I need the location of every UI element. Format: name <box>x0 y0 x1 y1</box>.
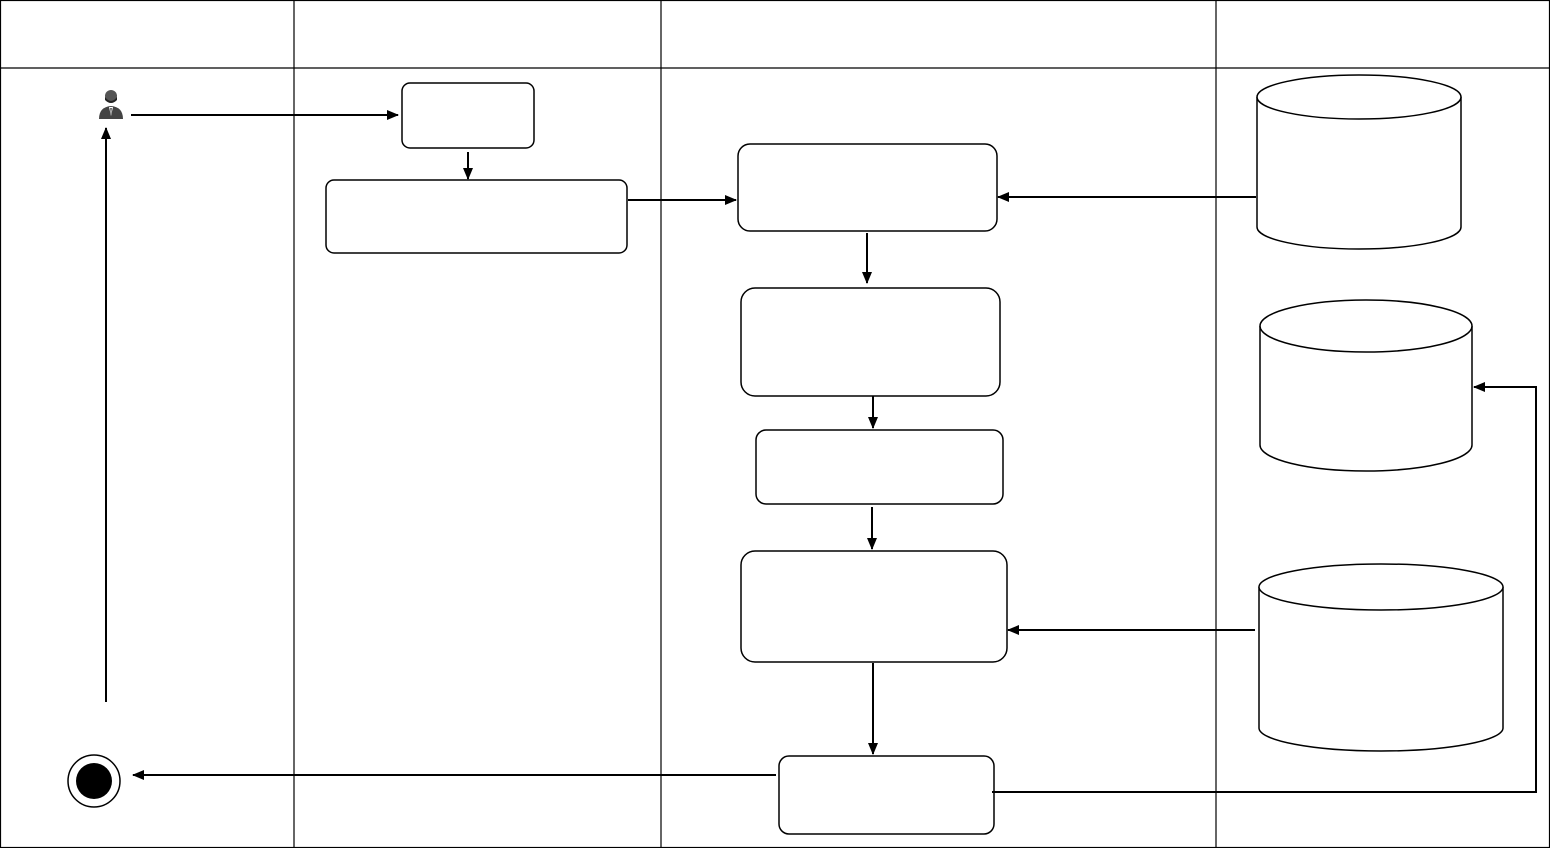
user-icon <box>99 90 123 119</box>
database-2 <box>1259 299 1473 472</box>
database-3 <box>1258 563 1504 752</box>
edge-box-g-to-db-2 <box>992 382 1537 793</box>
process-box-f <box>740 550 1008 663</box>
process-box-c <box>737 143 998 232</box>
process-box-d <box>740 287 1001 397</box>
process-box-b <box>325 179 628 254</box>
final-state-node <box>67 754 121 808</box>
process-box-g <box>778 755 995 835</box>
process-box-e <box>755 429 1004 505</box>
process-box-a <box>401 82 535 149</box>
database-1 <box>1256 74 1462 250</box>
